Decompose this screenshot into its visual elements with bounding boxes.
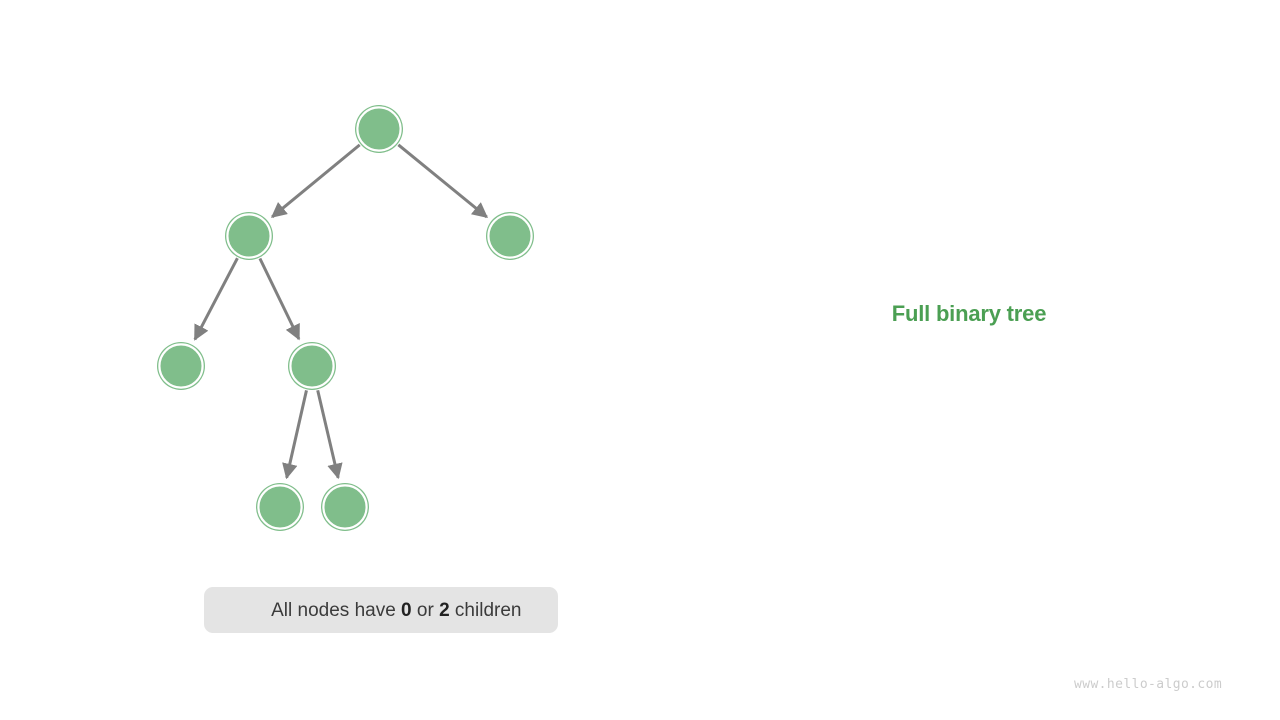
tree-node-body [359, 109, 399, 149]
tree-node [355, 105, 403, 153]
tree-node-gap-ring [158, 343, 204, 389]
caption-suffix: children [449, 599, 522, 621]
tree-node [321, 483, 369, 531]
tree-edge [316, 390, 343, 480]
tree-node-body [260, 487, 300, 527]
caption-box: All nodes have 0 or 2 children [204, 587, 558, 633]
tree-node-body [229, 216, 269, 256]
tree-edge [258, 257, 301, 341]
page-title: Full binary tree [891, 301, 1047, 326]
tree-node-gap-ring [356, 106, 402, 152]
tree-node-body [292, 346, 332, 386]
caption-text: All nodes have 0 or 2 children [241, 582, 522, 639]
tree-node-layer [157, 105, 534, 531]
tree-node-body [161, 346, 201, 386]
tree-node [486, 212, 534, 260]
caption-bold-zero: 0 [401, 599, 412, 621]
tree-node [288, 342, 336, 390]
tree-node [157, 342, 205, 390]
tree-edge [397, 143, 488, 219]
tree-node-gap-ring [322, 484, 368, 530]
tree-node [225, 212, 273, 260]
tree-node-gap-ring [226, 213, 272, 259]
tree-node-gap-ring [257, 484, 303, 530]
tree-node [256, 483, 304, 531]
tree-node-gap-ring [487, 213, 533, 259]
site-watermark: www.hello-algo.com [1074, 677, 1223, 692]
caption-bold-two: 2 [439, 599, 450, 621]
tree-node-gap-ring [289, 343, 335, 389]
tree-node-body [490, 216, 530, 256]
caption-middle: or [411, 599, 440, 621]
tree-edge-layer [193, 143, 488, 480]
tree-node-body [325, 487, 365, 527]
tree-edge [282, 390, 308, 480]
caption-prefix: All nodes have [271, 599, 402, 621]
tree-edge [193, 257, 239, 341]
tree-edge [270, 143, 361, 219]
